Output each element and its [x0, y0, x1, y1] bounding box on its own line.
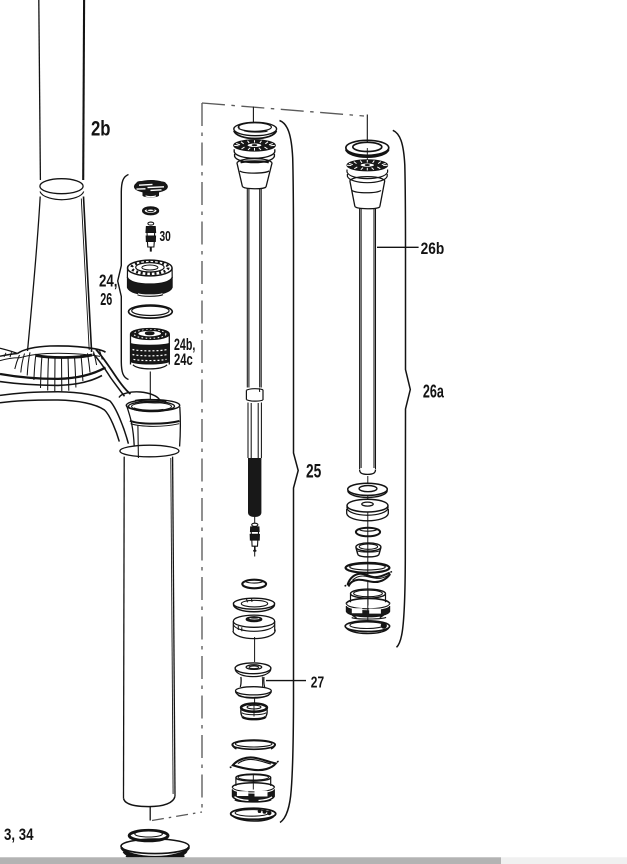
svg-text:25: 25 [306, 460, 321, 482]
svg-text:30: 30 [160, 229, 171, 245]
svg-text:26b: 26b [421, 239, 445, 258]
svg-text:24c: 24c [174, 351, 193, 369]
svg-text:26: 26 [100, 289, 112, 309]
svg-text:3, 34: 3, 34 [4, 825, 34, 844]
svg-text:2b: 2b [91, 117, 111, 140]
svg-text:24b,: 24b, [174, 335, 195, 354]
svg-text:24,: 24, [99, 271, 118, 291]
svg-text:26a: 26a [423, 381, 445, 401]
svg-text:27: 27 [311, 674, 324, 691]
